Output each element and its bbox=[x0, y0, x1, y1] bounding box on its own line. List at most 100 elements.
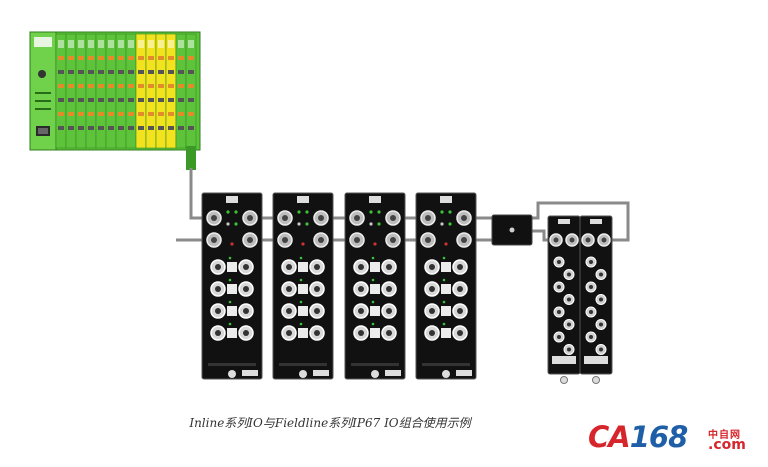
fieldline-module-large bbox=[344, 192, 406, 380]
io-port-pin bbox=[286, 330, 292, 336]
terminal-contact bbox=[188, 84, 194, 88]
status-led bbox=[377, 222, 381, 226]
terminal-contact bbox=[128, 126, 134, 130]
terminal-contact bbox=[88, 84, 94, 88]
terminal-contact bbox=[158, 56, 164, 60]
bus-port-pin bbox=[390, 215, 396, 221]
terminal-label bbox=[58, 40, 64, 48]
terminal-contact bbox=[98, 84, 104, 88]
terminal-contact bbox=[58, 126, 64, 130]
terminal-contact bbox=[118, 70, 124, 74]
status-led bbox=[234, 210, 238, 214]
terminal-contact bbox=[158, 70, 164, 74]
status-led bbox=[440, 210, 444, 214]
io-label bbox=[227, 328, 237, 338]
terminal-contact bbox=[178, 70, 184, 74]
terminal-contact bbox=[88, 98, 94, 102]
status-led bbox=[448, 210, 452, 214]
io-led bbox=[228, 278, 232, 282]
terminal-contact bbox=[118, 98, 124, 102]
io-label bbox=[298, 262, 308, 272]
bus-port-pin bbox=[425, 215, 431, 221]
logo-domain: .com bbox=[708, 437, 746, 453]
terminal-contact bbox=[148, 84, 154, 88]
io-port-pin bbox=[457, 264, 463, 270]
io-led bbox=[442, 278, 446, 282]
module-label-slot bbox=[440, 196, 452, 203]
io-port-pin bbox=[358, 308, 364, 314]
io-port-pin bbox=[429, 308, 435, 314]
io-port-pin bbox=[457, 308, 463, 314]
status-led bbox=[373, 242, 377, 246]
io-port-pin bbox=[429, 330, 435, 336]
terminal-contact bbox=[178, 112, 184, 116]
terminal-contact bbox=[138, 84, 144, 88]
bus-port-pin bbox=[211, 215, 217, 221]
io-port-pin bbox=[243, 308, 249, 314]
terminal-contact bbox=[108, 70, 114, 74]
terminal-contact bbox=[178, 126, 184, 130]
bus-port-pin bbox=[354, 237, 360, 243]
io-port-pin bbox=[215, 286, 221, 292]
terminal-block bbox=[75, 33, 87, 149]
terminal-contact bbox=[168, 70, 174, 74]
io-port-pin bbox=[567, 322, 571, 327]
fieldline-module-large bbox=[272, 192, 334, 380]
terminal-contact bbox=[188, 56, 194, 60]
status-led bbox=[226, 210, 230, 214]
logo-chinese: 中自网 bbox=[708, 430, 741, 441]
terminal-contact bbox=[108, 112, 114, 116]
terminal-block bbox=[185, 33, 197, 149]
io-led bbox=[299, 300, 303, 304]
io-port-pin bbox=[314, 308, 320, 314]
terminal-label bbox=[188, 40, 194, 48]
io-label bbox=[370, 306, 380, 316]
bus-port-pin bbox=[390, 237, 396, 243]
bus-port-pin bbox=[461, 215, 467, 221]
terminal-label bbox=[148, 40, 154, 48]
terminal-label bbox=[88, 40, 94, 48]
logo-wordmark: CA168 bbox=[588, 420, 688, 454]
status-led bbox=[297, 222, 301, 226]
io-label bbox=[441, 262, 451, 272]
terminal-contact bbox=[88, 56, 94, 60]
io-port-pin bbox=[557, 335, 561, 339]
ca168-logo[interactable]: CA168 中自网 .com bbox=[588, 420, 758, 460]
terminal-contact bbox=[158, 84, 164, 88]
status-led bbox=[377, 210, 381, 214]
bus-port-pin bbox=[211, 237, 217, 243]
terminal-contact bbox=[68, 56, 74, 60]
io-led bbox=[299, 322, 303, 326]
terminal-contact bbox=[68, 70, 74, 74]
fieldline-module-large bbox=[201, 192, 263, 380]
io-port-pin bbox=[599, 322, 603, 327]
terminal-contact bbox=[68, 112, 74, 116]
terminal-contact bbox=[178, 84, 184, 88]
io-label bbox=[298, 328, 308, 338]
terminal-contact bbox=[68, 84, 74, 88]
io-port-pin bbox=[358, 330, 364, 336]
terminal-block bbox=[135, 33, 147, 149]
terminal-contact bbox=[168, 84, 174, 88]
terminal-contact bbox=[168, 56, 174, 60]
terminal-contact bbox=[168, 112, 174, 116]
io-port-pin bbox=[589, 260, 593, 264]
terminal-block bbox=[65, 33, 77, 149]
bus-port-pin bbox=[553, 237, 559, 243]
module-brand-plate bbox=[385, 370, 401, 376]
terminal-contact bbox=[98, 126, 104, 130]
terminal-contact bbox=[78, 126, 84, 130]
terminal-block bbox=[105, 33, 117, 149]
module-footer bbox=[351, 363, 399, 366]
diagram-caption: Inline系列IO与Fieldline系列IP67 IO组合使用示例 bbox=[189, 416, 471, 430]
io-port-pin bbox=[243, 286, 249, 292]
io-label bbox=[441, 328, 451, 338]
fieldline-module-large bbox=[415, 192, 477, 380]
status-led bbox=[230, 242, 234, 246]
io-led bbox=[442, 300, 446, 304]
terminal-contact bbox=[148, 112, 154, 116]
terminal-contact bbox=[78, 56, 84, 60]
terminal-contact bbox=[188, 126, 194, 130]
terminal-label bbox=[178, 40, 184, 48]
